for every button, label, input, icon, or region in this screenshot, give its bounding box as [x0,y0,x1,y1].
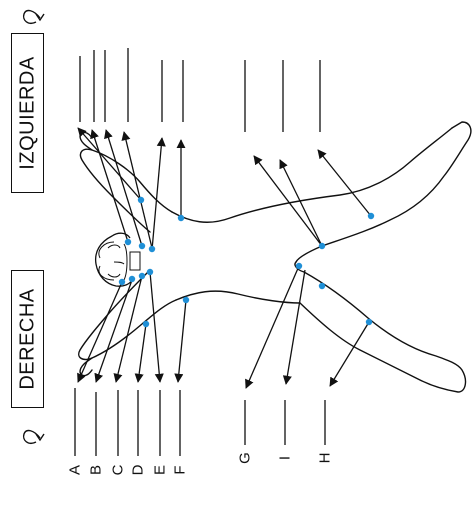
marker-label-a: A [66,464,84,476]
point [365,318,373,326]
pointer-arrows [77,127,372,389]
marker-label-e: E [151,464,169,476]
marker-label-d: D [129,464,147,476]
marker-label-b: B [87,464,105,476]
marker-label-h: H [316,452,334,464]
point [137,196,145,204]
point [318,242,326,250]
side-label-derecha: DERECHA [16,288,38,390]
head-illustration [94,232,141,287]
point [124,238,132,246]
point [295,262,303,270]
marker-label-f: F [171,465,189,475]
side-label-box-left-side: IZQUIERDA [11,33,44,193]
marker-label-g: G [236,452,254,464]
point [182,296,190,304]
rotate-arrow-icon [22,9,45,444]
point [367,212,375,220]
point [142,320,150,328]
point [138,272,146,280]
marker-label-i: I [276,455,294,461]
point [318,282,326,290]
point [177,214,185,222]
point [138,242,146,250]
side-label-izquierda: IZQUIERDA [16,56,38,170]
marker-label-c: C [109,464,127,476]
point [148,245,156,253]
point [146,268,154,276]
anatomical-points [118,196,375,328]
side-label-box-right-side: DERECHA [11,270,44,408]
point [128,275,136,283]
leader-lines [74,48,326,456]
point [118,278,126,286]
